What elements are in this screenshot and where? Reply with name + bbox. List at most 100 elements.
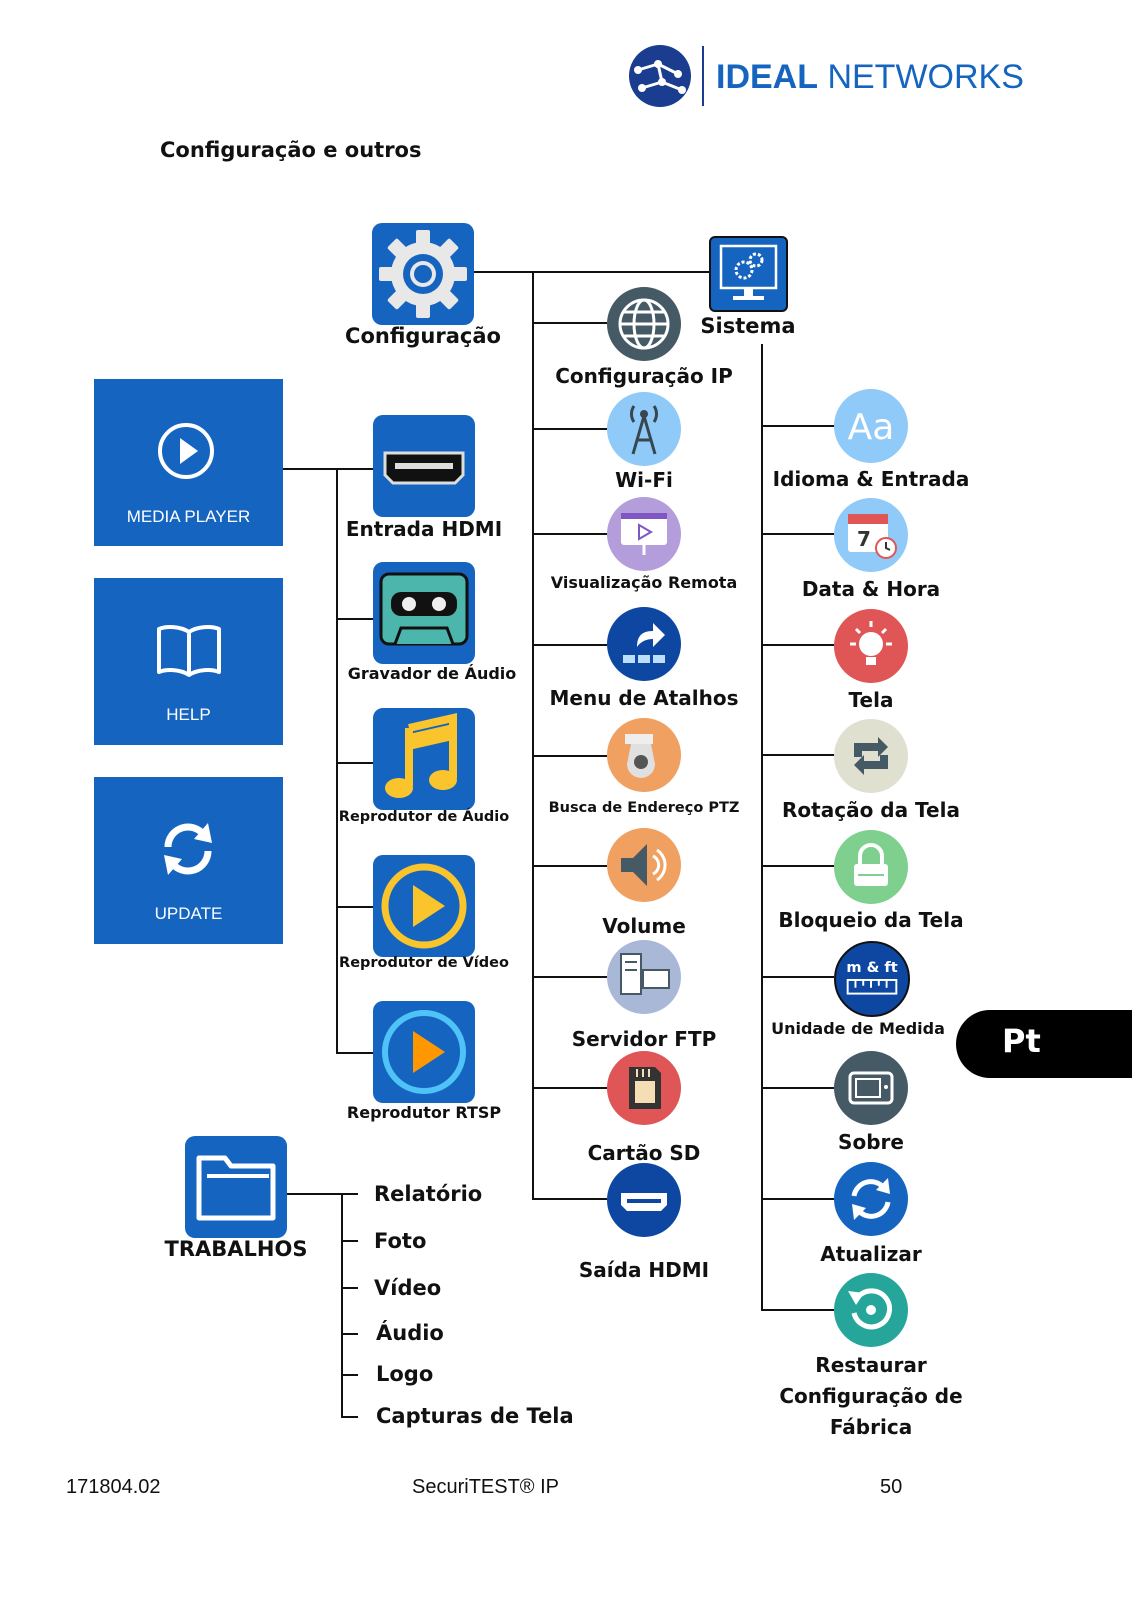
svg-text:7: 7: [857, 527, 871, 551]
ip-config-button[interactable]: [607, 287, 681, 361]
date-time-label: Data & Hora: [801, 577, 941, 601]
hdmi-output-button[interactable]: [607, 1163, 681, 1237]
audio-recorder-icon: [379, 572, 469, 646]
connector: [532, 1198, 607, 1200]
audio-recorder-button[interactable]: [373, 562, 475, 664]
screen-rotation-button[interactable]: [834, 719, 908, 793]
configuration-button[interactable]: [372, 223, 474, 325]
sd-card-button[interactable]: [607, 1051, 681, 1125]
wifi-button[interactable]: [607, 392, 681, 466]
jobs-item-report[interactable]: Relatório: [374, 1182, 483, 1206]
remote-view-icon: [621, 513, 667, 555]
logo-divider: [702, 46, 704, 106]
configuration-label: Configuração: [345, 324, 501, 348]
connector: [341, 1416, 358, 1418]
jobs-item-audio[interactable]: Áudio: [376, 1321, 444, 1345]
refresh-icon: [164, 823, 212, 875]
video-player-button[interactable]: [373, 855, 475, 957]
connector: [336, 762, 374, 764]
language-input-button[interactable]: Aa: [834, 389, 908, 463]
remote-view-button[interactable]: [607, 497, 681, 571]
screen-button[interactable]: [834, 609, 908, 683]
jobs-button[interactable]: [185, 1136, 287, 1238]
jobs-label: TRABALHOS: [164, 1237, 308, 1261]
about-icon: [848, 1071, 894, 1105]
volume-button[interactable]: [607, 828, 681, 902]
connector: [341, 1374, 358, 1376]
date-time-button[interactable]: 7: [834, 498, 908, 572]
connector: [341, 1240, 358, 1242]
update-tile[interactable]: UPDATE: [94, 777, 283, 944]
footer-doc-number: 171804.02: [66, 1476, 161, 1498]
update-icon: [851, 1178, 891, 1220]
ptz-search-button[interactable]: [607, 718, 681, 792]
jobs-item-logo[interactable]: Logo: [376, 1362, 434, 1386]
sd-card-icon: [629, 1067, 661, 1109]
shortcut-icon: [623, 623, 665, 663]
connector: [532, 1087, 607, 1089]
audio-player-label: Reprodutor de Áudio: [338, 809, 510, 825]
antenna-icon: [629, 405, 659, 455]
jobs-item-video[interactable]: Vídeo: [374, 1276, 442, 1300]
help-tile[interactable]: HELP: [94, 578, 283, 745]
rtsp-player-label: Reprodutor RTSP: [346, 1103, 502, 1122]
media-player-tile[interactable]: MEDIA PLAYER: [94, 379, 283, 546]
video-player-label: Reprodutor de Vídeo: [339, 955, 509, 971]
connector: [341, 1333, 358, 1335]
connector: [761, 865, 834, 867]
hdmi-input-button[interactable]: [373, 415, 475, 517]
system-button[interactable]: [709, 236, 788, 312]
ip-config-label: Configuração IP: [555, 364, 733, 388]
connector: [761, 425, 834, 427]
connector: [336, 906, 374, 908]
connector: [532, 976, 607, 978]
about-button[interactable]: [834, 1051, 908, 1125]
audio-recorder-label: Gravador de Áudio: [347, 664, 517, 683]
hdmi-input-icon: [383, 451, 465, 485]
measure-icon-text: m & ft: [846, 959, 897, 976]
jobs-item-screenshots[interactable]: Capturas de Tela: [376, 1404, 574, 1428]
system-update-label: Atualizar: [820, 1242, 922, 1266]
shortcut-menu-label: Menu de Atalhos: [549, 686, 739, 710]
video-player-icon: [381, 863, 467, 949]
language-input-label: Idioma & Entrada: [772, 467, 970, 491]
connector: [532, 755, 607, 757]
connector: [532, 271, 534, 1200]
connector: [532, 865, 607, 867]
shortcut-menu-button[interactable]: [607, 607, 681, 681]
book-icon: [157, 625, 221, 677]
volume-label: Volume: [602, 914, 686, 938]
system-update-button[interactable]: [834, 1162, 908, 1236]
connector: [532, 428, 607, 430]
connector: [761, 976, 834, 978]
monitor-gears-icon: [719, 244, 778, 300]
measure-icon: m & ft: [846, 959, 898, 995]
ftp-server-button[interactable]: [607, 940, 681, 1014]
ideal-networks-logo-icon: [628, 44, 692, 108]
connector: [761, 1309, 834, 1311]
folder-icon: [196, 1155, 276, 1221]
language-tab: Pt: [956, 1010, 1132, 1078]
gear-icon: [379, 230, 467, 318]
unit-of-measure-button[interactable]: m & ft: [834, 941, 910, 1017]
hdmi-output-label: Saída HDMI: [578, 1258, 710, 1282]
connector: [761, 533, 834, 535]
help-label: HELP: [166, 705, 211, 724]
rtsp-player-icon: [382, 1010, 466, 1094]
screen-label: Tela: [848, 688, 894, 712]
screen-lock-button[interactable]: [834, 830, 908, 904]
wifi-label: Wi-Fi: [615, 468, 673, 492]
rtsp-player-button[interactable]: [373, 1001, 475, 1103]
brightness-icon: [850, 621, 892, 665]
about-label: Sobre: [838, 1130, 904, 1154]
footer-product: SecuriTEST® IP: [412, 1476, 559, 1498]
jobs-item-photo[interactable]: Foto: [374, 1229, 427, 1253]
audio-player-button[interactable]: [373, 708, 475, 810]
factory-reset-label-2: Configuração de: [779, 1384, 963, 1408]
connector: [336, 618, 374, 620]
sd-card-label: Cartão SD: [587, 1141, 701, 1165]
hdmi-input-label: Entrada HDMI: [345, 517, 503, 541]
unit-of-measure-label: Unidade de Medida: [771, 1019, 945, 1038]
factory-reset-button[interactable]: [834, 1273, 908, 1347]
calendar-icon: 7: [848, 514, 897, 559]
